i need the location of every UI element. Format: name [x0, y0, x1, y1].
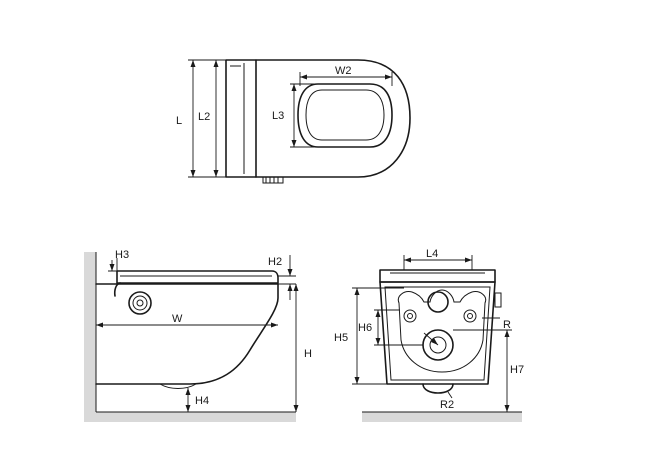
label-R: R: [503, 319, 511, 331]
label-H6: H6: [358, 322, 372, 334]
back-view-floor: [362, 412, 522, 422]
label-L: L: [176, 115, 182, 127]
label-H4: H4: [195, 395, 209, 407]
side-view-control-knob: [128, 291, 152, 315]
top-view-seat-opening: [297, 83, 393, 148]
back-view-bottom-arch: [422, 383, 454, 394]
back-view-lid: [379, 269, 496, 283]
top-view-connector: [262, 176, 284, 184]
label-H3: H3: [115, 249, 129, 261]
back-view-mounting-plate: [397, 289, 487, 373]
label-H2: H2: [268, 256, 282, 268]
side-view: H3 H2 W H H4: [84, 249, 312, 422]
back-view-side-knob: [494, 292, 502, 308]
label-W2: W2: [335, 65, 352, 77]
side-view-floor: [84, 412, 296, 422]
back-view: L4 H5 H6 R H7 R2: [334, 248, 524, 422]
label-L2: L2: [198, 111, 210, 123]
top-view-bowl-outline: [255, 59, 411, 178]
side-view-bowl: [95, 283, 279, 385]
label-H5: H5: [334, 332, 348, 344]
label-H7: H7: [510, 364, 524, 376]
label-H: H: [304, 348, 312, 360]
label-L3: L3: [272, 110, 284, 122]
back-view-body: [379, 281, 496, 385]
side-view-wall: [84, 252, 96, 412]
side-view-lid: [116, 270, 279, 284]
label-L4: L4: [426, 248, 438, 260]
back-view-top-hole: [427, 291, 449, 313]
label-R2: R2: [440, 399, 454, 411]
top-view-back-panel: [225, 59, 257, 178]
label-W: W: [172, 313, 183, 325]
top-view: L L2 L3 W2: [176, 59, 411, 184]
